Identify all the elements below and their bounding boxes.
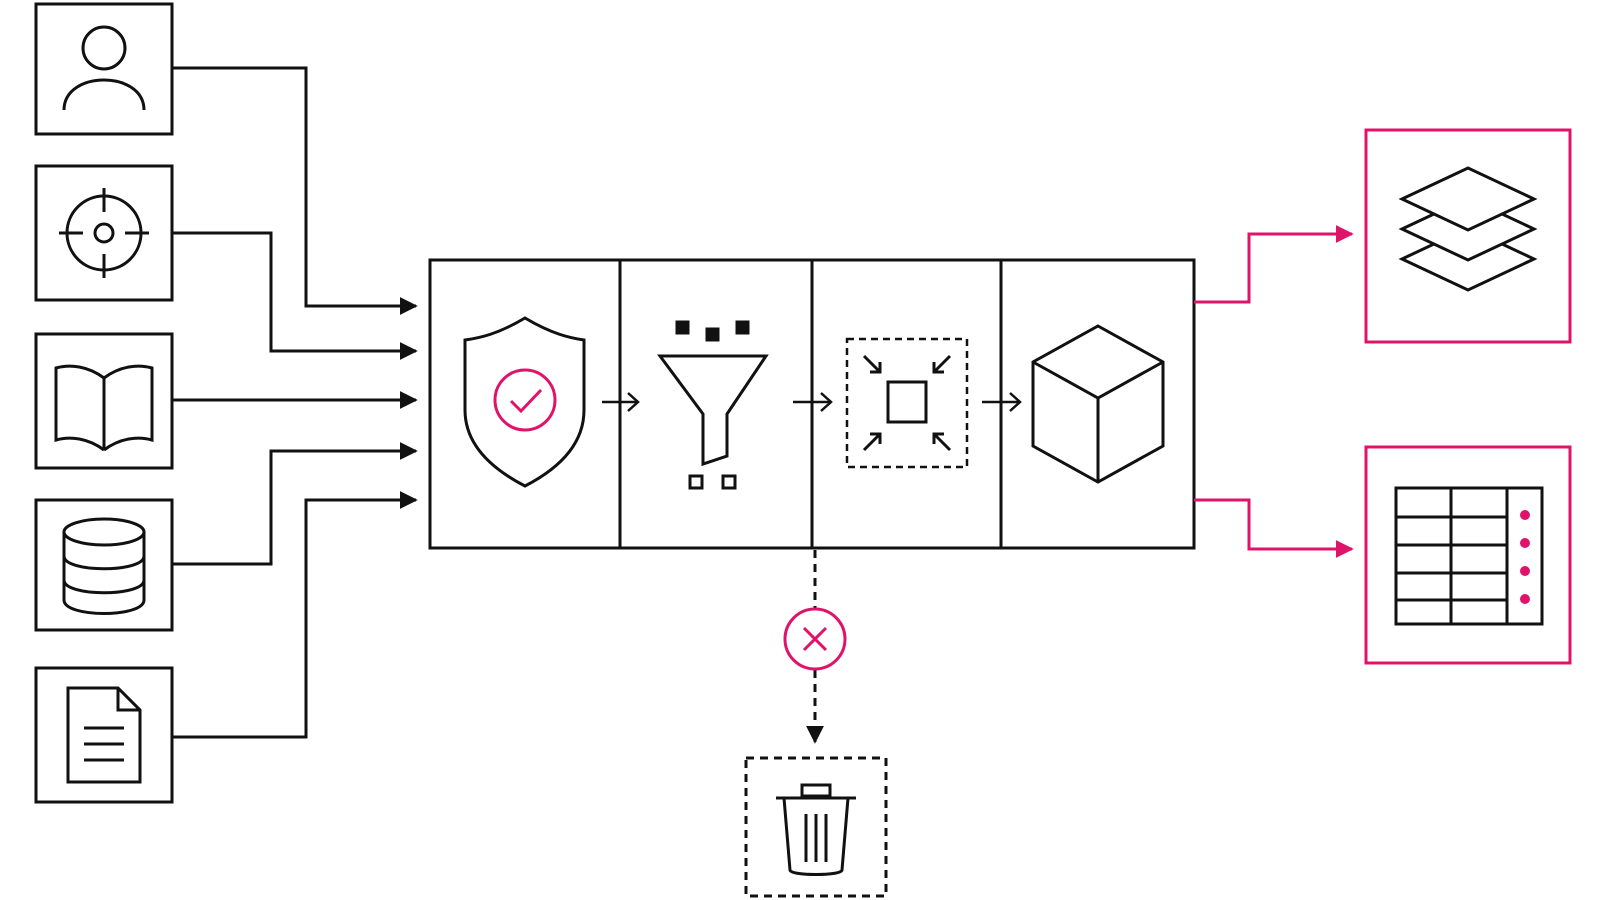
- arrow-right-icon: [602, 392, 640, 412]
- table-icon: [1394, 486, 1544, 626]
- trash-bin-box: [744, 756, 888, 898]
- output-layers-box: [1364, 128, 1572, 344]
- input-target-box: [34, 164, 174, 302]
- user-icon: [62, 25, 146, 111]
- output-connectors: [1194, 225, 1354, 558]
- connector-user: [172, 66, 418, 315]
- input-book-box: [34, 332, 174, 470]
- shield-check-icon: [463, 316, 586, 488]
- pipeline-box: [428, 258, 1196, 550]
- layers-icon: [1398, 166, 1538, 292]
- cube-icon: [1031, 324, 1165, 484]
- input-database-box: [34, 498, 174, 632]
- target-icon: [59, 188, 149, 278]
- trash-icon: [776, 783, 856, 876]
- stage-filter: [657, 320, 769, 490]
- connector-target: [172, 231, 418, 360]
- connector-document: [172, 491, 418, 739]
- stage-model: [1031, 324, 1165, 484]
- x-circle-icon: [783, 607, 847, 671]
- funnel-icon: [657, 320, 769, 490]
- input-connectors: [172, 66, 418, 739]
- input-document-box: [34, 666, 174, 804]
- document-icon: [66, 686, 142, 784]
- compress-icon: [845, 337, 969, 469]
- discard-path: [744, 550, 888, 898]
- arrow-right-icon: [982, 392, 1022, 412]
- book-icon: [54, 364, 154, 452]
- connector-output-layers: [1194, 225, 1354, 304]
- stage-arrows: [602, 392, 1022, 412]
- stage-validate: [463, 316, 586, 488]
- database-icon: [62, 517, 146, 615]
- connector-database: [172, 442, 418, 566]
- connector-output-table: [1194, 498, 1354, 558]
- output-table-box: [1364, 445, 1572, 665]
- arrow-right-icon: [793, 392, 833, 412]
- stage-compress: [845, 337, 969, 469]
- input-user-box: [34, 2, 174, 136]
